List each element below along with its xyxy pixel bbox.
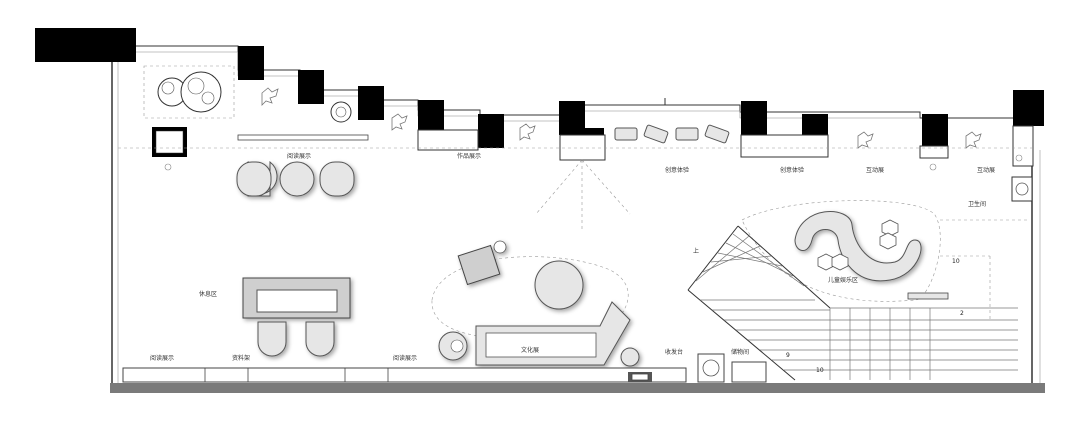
bottom-counters [122,353,767,383]
dimension-labels: 10 2 9 10 [786,258,964,374]
central-island [431,240,640,367]
stair-landing-rail [907,292,949,300]
toilet [1011,176,1033,202]
kids-zone [741,200,941,302]
dim-3: 9 [786,352,790,359]
dim-1: 10 [952,258,960,265]
label-shelf: 资料架 [232,354,250,362]
staircase [687,225,1018,381]
landing-guides [940,219,1030,320]
label-reading-display-bottom-1: 阅读展示 [150,354,174,362]
planter [143,65,352,123]
label-lounge: 休息区 [199,290,217,298]
sofa-set [242,277,351,357]
label-reading-display-top: 阅读展示 [287,152,311,160]
display-cases [152,125,1034,171]
sculpture-icons [261,87,982,149]
label-interactive-1: 互动展 [866,167,884,174]
dim-4: 10 [816,367,824,374]
dim-2: 2 [960,310,964,317]
label-storage: 储物间 [731,348,749,356]
label-interactive-2: 互动展 [977,167,995,174]
area-labels: 阅读展示 休息区 作品展示 创意体验 创意体验 互动展 互动展 卫生间 上 儿童… [150,152,995,362]
guide-lines [118,147,1032,230]
label-works-display: 作品展示 [457,152,481,160]
label-stairs-up: 上 [693,247,699,255]
bench-tiles [614,124,730,144]
lounge-set [236,160,355,197]
label-culture-display: 文化展 [521,346,539,354]
label-washroom: 卫生间 [968,200,986,208]
label-reading-display-bottom-2: 阅读展示 [393,354,417,362]
label-creative-experience-1: 创意体验 [665,166,689,174]
label-kids-zone: 儿童娱乐区 [828,276,858,284]
ground-base [110,383,1045,393]
label-reception: 收发台 [665,348,683,356]
label-creative-experience-2: 创意体验 [780,166,804,174]
